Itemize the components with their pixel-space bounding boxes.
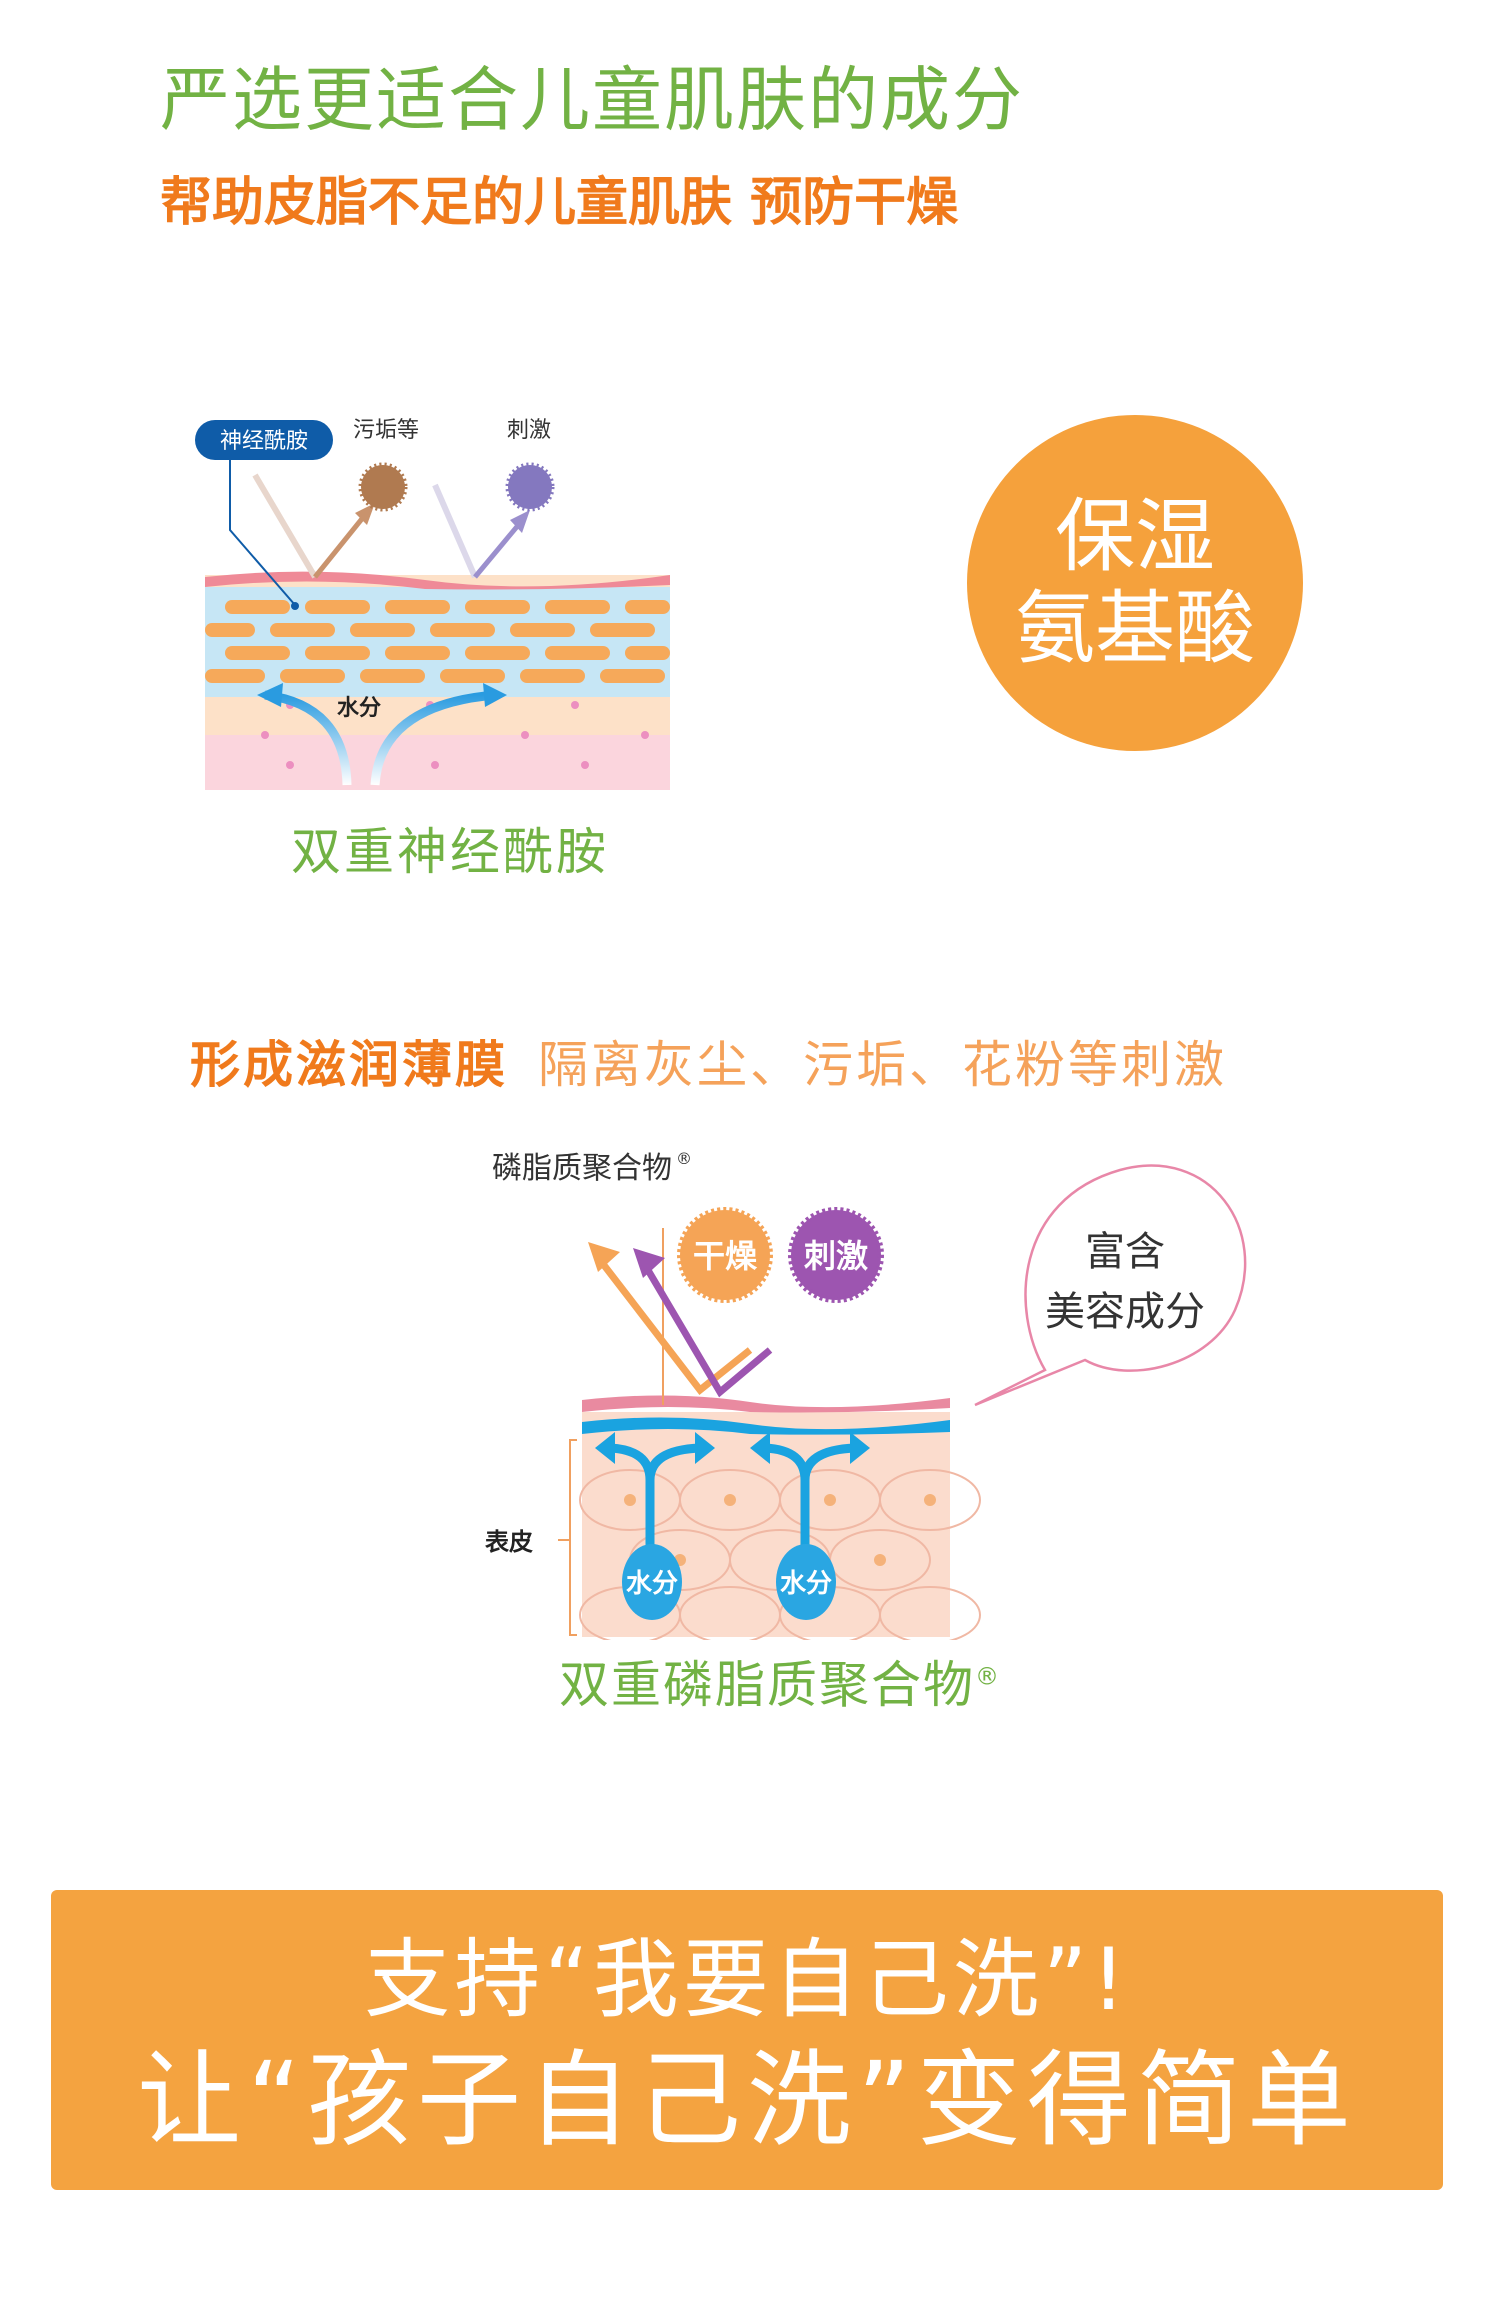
irritant-burst-icon [788, 1207, 884, 1303]
dryness-label: 干燥 [693, 1237, 758, 1275]
page-subtitle: 帮助皮脂不足的儿童肌肤 预防干燥 [160, 173, 959, 233]
ceramide-caption: 双重神经酰胺 [291, 823, 609, 881]
banner-line1: 支持“我要自己洗”! [364, 1930, 1130, 2030]
amino-acid-badge: 保湿 氨基酸 [967, 415, 1303, 751]
irritant-label: 刺激 [804, 1237, 868, 1275]
epidermis-label: 表皮 [485, 1528, 533, 1556]
dryness-burst-icon [677, 1207, 773, 1303]
phospholipid-caption: 双重磷脂质聚合物® [440, 1655, 1120, 1715]
irritant-particle-icon [505, 462, 555, 512]
amino-line1: 保湿 [1055, 490, 1215, 583]
page-title: 严选更适合儿童肌肤的成分 [160, 59, 1024, 141]
phospholipid-label: 磷脂质聚合物® [492, 1149, 692, 1186]
water-label-1: 水分 [626, 1569, 678, 1599]
slogan-banner: 支持“我要自己洗”! 让“孩子自己洗”变得简单 [51, 1890, 1443, 2190]
water-label-2: 水分 [780, 1569, 832, 1599]
bubble-line2: 美容成分 [1045, 1289, 1205, 1335]
ceramide-diagram: 水分 污垢等 刺激 神经酰胺 [195, 418, 670, 790]
film-emphasis: 形成滋润薄膜 [190, 1036, 508, 1094]
dirt-label: 污垢等 [353, 418, 419, 443]
caption-registered-mark: ® [975, 1662, 1001, 1691]
banner-line2: 让“孩子自己洗”变得简单 [137, 2039, 1357, 2161]
speech-bubble [974, 1164, 1247, 1407]
film-description: 形成滋润薄膜隔离灰尘、污垢、花粉等刺激 [190, 1035, 1227, 1095]
irritant-label: 刺激 [507, 418, 551, 443]
phospholipid-caption-text: 双重磷脂质聚合物 [559, 1656, 975, 1714]
film-detail: 隔离灰尘、污垢、花粉等刺激 [538, 1036, 1227, 1094]
ceramide-tag: 神经酰胺 [220, 429, 308, 454]
water-label: 水分 [337, 696, 381, 721]
bubble-line1: 富含 [1085, 1229, 1165, 1275]
phospholipid-label-text: 磷脂质聚合物 [492, 1151, 672, 1186]
phospholipid-diagram: 水分 水分 表皮 磷脂质聚合物® 干燥 刺激 富含 美容成分 [485, 1149, 1247, 1640]
dirt-particle-icon [358, 462, 408, 512]
amino-line2: 氨基酸 [1015, 582, 1255, 675]
registered-mark: ® [676, 1149, 692, 1168]
